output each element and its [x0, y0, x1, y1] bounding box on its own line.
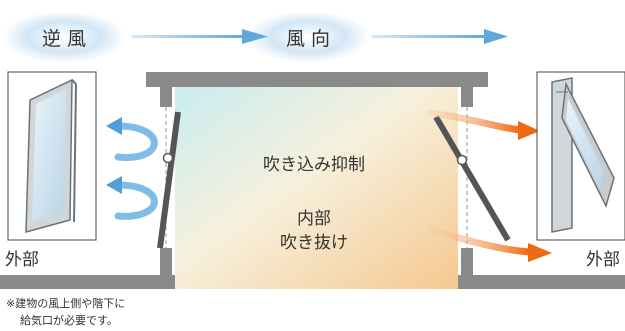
right-exterior-window [536, 71, 625, 241]
blocked-inflow-arrows [106, 117, 158, 220]
ceiling-beam [146, 72, 488, 87]
exhaust-arrow-upper [426, 109, 524, 134]
left-hinge-icon [162, 152, 174, 164]
exhaust-arrow-lower-head [528, 243, 552, 262]
wind-arrow-head-1 [242, 29, 268, 44]
floor-right [458, 275, 625, 289]
exterior-right-label: 外部 [586, 250, 620, 270]
wind-band: 逆 風 風 向 [2, 11, 508, 63]
wind-arrow-head-2 [484, 29, 508, 44]
exhaust-arrow-lower [428, 226, 534, 256]
headwind-label: 逆 風 [42, 28, 86, 50]
wind-direction-cloud [246, 11, 370, 63]
wind-arrow-shaft-1 [132, 35, 242, 38]
curved-arrow-upper [114, 122, 158, 161]
note-line-1: ※建物の風上側や階下に [6, 297, 126, 310]
right-wall-upper [461, 87, 473, 107]
building-structure [0, 72, 625, 289]
note-line-2: 給気口が必要です。 [20, 314, 118, 327]
wind-direction-label: 風 向 [286, 28, 330, 50]
curved-arrow-lower-head [106, 176, 122, 194]
right-hinge-icon [456, 154, 468, 166]
interior-space [175, 87, 458, 289]
interior-label-line2: 吹き抜け [280, 233, 348, 253]
curved-arrow-upper-head [106, 117, 122, 135]
curved-arrow-lower [114, 181, 158, 220]
left-wall-upper [160, 87, 172, 107]
exterior-left-label: 外部 [5, 250, 39, 270]
floor-left [0, 275, 175, 289]
right-window-sash [433, 115, 511, 242]
suppression-label: 吹き込み抑制 [263, 155, 365, 175]
left-exterior-window [7, 71, 97, 241]
interior-label-line1: 内部 [297, 209, 331, 229]
left-window-glass [32, 89, 66, 222]
headwind-cloud [2, 11, 126, 63]
wind-arrow-shaft-2 [372, 35, 484, 38]
exhaust-arrows [426, 109, 552, 262]
right-window-glass [566, 98, 604, 190]
left-window-sash [157, 111, 181, 249]
exhaust-arrow-upper-head [518, 121, 540, 140]
